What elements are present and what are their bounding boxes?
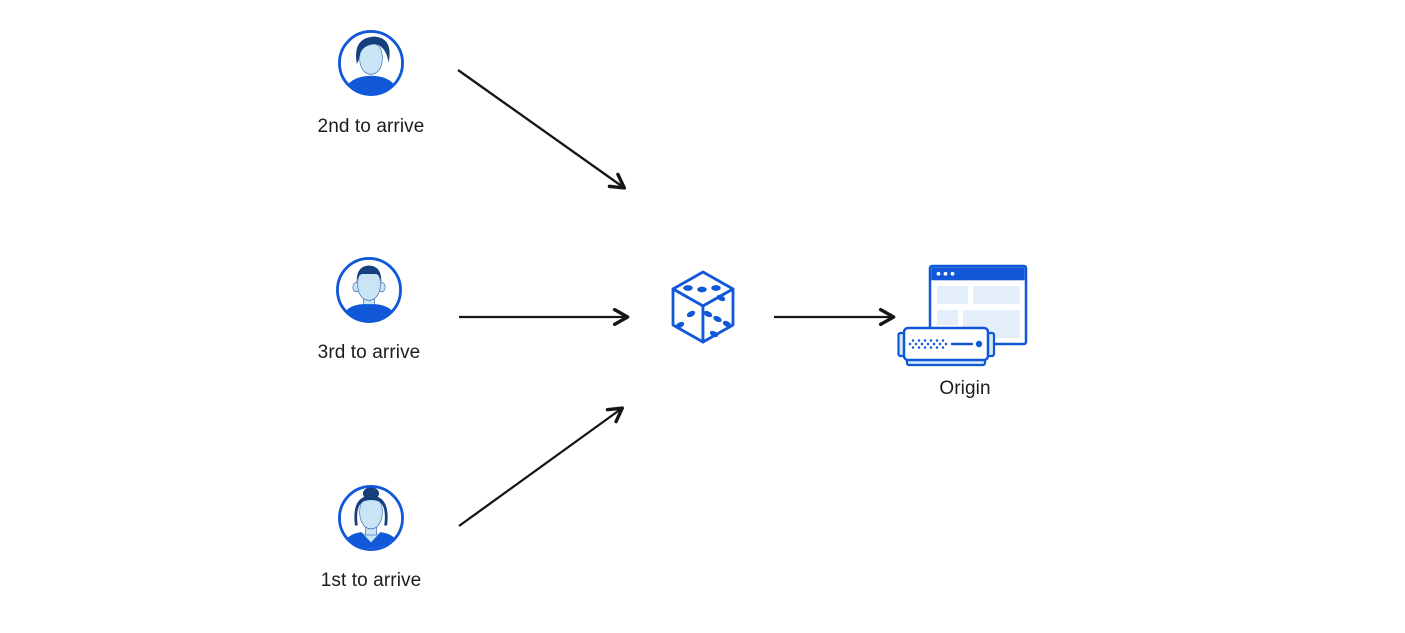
man-swept-hair-avatar-icon: [338, 30, 404, 96]
dice-node: [668, 268, 738, 348]
man-short-hair-avatar-icon: [336, 257, 402, 323]
user-label-first: 1st to arrive: [320, 570, 422, 591]
user-label-third: 3rd to arrive: [317, 342, 421, 363]
browser-titlebar: [931, 267, 1025, 281]
origin-node: [897, 262, 1029, 368]
server-power-dot: [975, 340, 983, 348]
dice-icon: [671, 270, 735, 344]
arrow-user2-to-dice: [457, 69, 627, 190]
user-node-first: [337, 484, 405, 552]
woman-bun-avatar-icon: [338, 485, 404, 551]
origin-server-icon: [897, 264, 1028, 367]
user-node-third: [335, 256, 403, 324]
user-node-second: [337, 29, 405, 97]
titlebar-dots-icon: [936, 271, 955, 276]
origin-label: Origin: [939, 378, 991, 399]
arrow-user1-to-dice: [458, 406, 625, 527]
user-label-second: 2nd to arrive: [317, 116, 425, 137]
server-vent-dots: [908, 339, 948, 349]
server-appliance-icon: [897, 326, 996, 367]
